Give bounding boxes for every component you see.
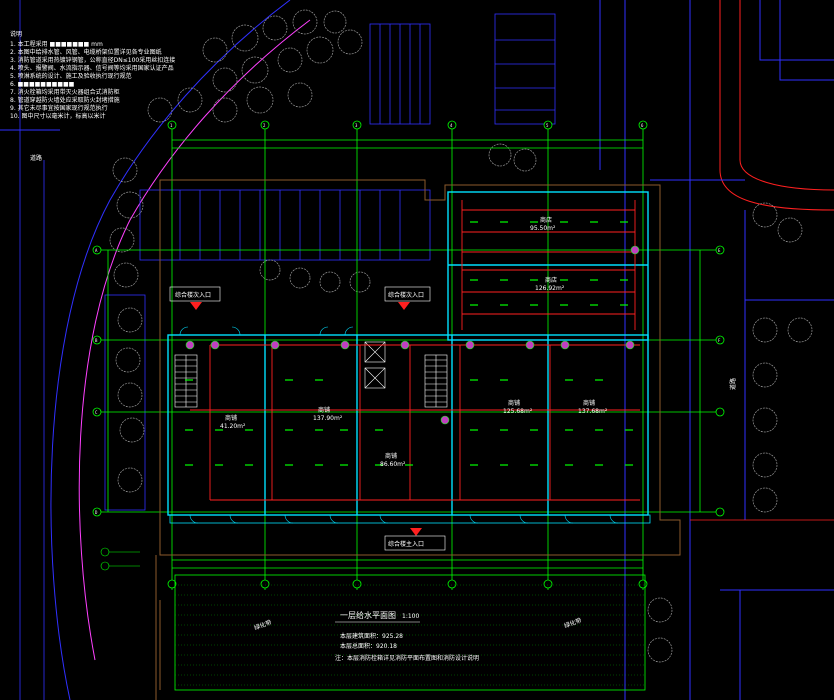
grid-bubbles <box>92 120 725 589</box>
building-walls <box>167 191 651 524</box>
room-name: 商铺 <box>318 406 330 414</box>
plan-note: 注：本层消防栓箱详见消防平面布置图和消防设计说明 <box>335 654 479 662</box>
garden-area <box>174 574 646 691</box>
svg-text:3: 3 <box>355 123 358 128</box>
note-line: 10. 图中尺寸以毫米计，标高以米计 <box>10 112 105 120</box>
note-line: 4. 喷头、报警阀、水流指示器、信号阀等均采用国家认证产品 <box>10 64 174 72</box>
east-entrance-label: 综合楼次入口 <box>175 291 211 299</box>
svg-text:D: D <box>95 510 98 515</box>
svg-text:1: 1 <box>170 123 173 128</box>
stairs-right <box>424 354 448 408</box>
svg-text:2: 2 <box>263 123 266 128</box>
side-road-label: 道路 <box>30 154 42 162</box>
plan-scale: 1:100 <box>402 613 419 620</box>
entrance-frames <box>169 286 446 551</box>
svg-text:C: C <box>95 410 98 415</box>
sprinkler-heads <box>185 221 633 466</box>
plan-note: 本层建筑面积：925.28 <box>340 632 403 640</box>
entrance-arrows <box>190 302 422 536</box>
grid-axis-tags: 1 2 3 4 5 6 A B C D E F <box>95 123 721 515</box>
main-entrance-label: 综合楼主入口 <box>388 540 424 548</box>
room-name: 商铺 <box>508 399 520 407</box>
room-name: 商铺 <box>225 414 237 422</box>
svg-text:B: B <box>95 338 98 343</box>
note-line: 6. ■■■■■■■■■■ <box>10 81 75 88</box>
svg-text:E: E <box>718 248 721 253</box>
hydrant-symbols <box>185 245 640 425</box>
note-line: 8. 管道穿越防火墙处应采取防火封堵措施 <box>10 96 120 104</box>
room-name: 商店 <box>545 276 557 284</box>
svg-text:F: F <box>718 338 721 343</box>
svg-text:5: 5 <box>546 123 549 128</box>
room-area: 137.90m² <box>313 415 343 422</box>
sprinkler-pipes <box>190 200 640 501</box>
room-name: 商店 <box>540 216 552 224</box>
notes-title: 说明 <box>10 30 22 38</box>
room-name: 商铺 <box>385 452 397 460</box>
svg-text:6: 6 <box>641 123 644 128</box>
road-boundaries <box>0 0 311 700</box>
room-area: 95.50m² <box>530 225 556 232</box>
stairs-left <box>174 354 198 408</box>
note-line: 9. 其它未尽事宜按国家现行规范执行 <box>10 104 108 112</box>
note-line: 5. 喷淋系统的设计、施工及验收执行现行规范 <box>10 72 132 80</box>
axis-grid <box>95 125 720 590</box>
room-area: 41.20m² <box>220 423 246 430</box>
note-line: 2. 本图中给排水管、风管、电缆桥架位置详见各专业图纸 <box>10 48 162 56</box>
north-entrance-label: 综合楼次入口 <box>388 291 424 299</box>
note-line: 1. 本工程采用 ■■■■■■■ mm <box>10 40 103 48</box>
room-area: 137.68m² <box>578 408 608 415</box>
svg-text:A: A <box>95 248 98 253</box>
room-area: 126.92m² <box>535 285 565 292</box>
legend-symbols <box>100 547 140 571</box>
notes-block: 说明 1. 本工程采用 ■■■■■■■ mm 2. 本图中给排水管、风管、电缆桥… <box>10 30 175 120</box>
room-name: 商铺 <box>583 399 595 407</box>
room-area: 125.68m² <box>503 408 533 415</box>
side-road-label: 道路 <box>729 378 737 390</box>
note-line: 7. 消火栓箱均采用带灭火器组合式消防柜 <box>10 88 120 96</box>
parking-left <box>104 189 431 511</box>
trees <box>109 9 813 663</box>
note-line: 3. 消防管道采用热镀锌钢管，公称直径DN≤100采用丝扣连接 <box>10 56 175 64</box>
room-area: 86.60m² <box>380 461 406 468</box>
right-road <box>599 0 834 700</box>
site-boundary <box>155 179 681 700</box>
room-labels: 商店 95.50m² 商店 126.92m² 商铺 41.20m² 商铺 137… <box>220 216 608 468</box>
door-swings <box>179 326 619 524</box>
parking-top <box>369 13 556 125</box>
plan-title: 一层给水平面图 <box>340 610 396 620</box>
plan-note: 本层总面积：920.18 <box>340 642 397 650</box>
svg-text:4: 4 <box>450 123 453 128</box>
